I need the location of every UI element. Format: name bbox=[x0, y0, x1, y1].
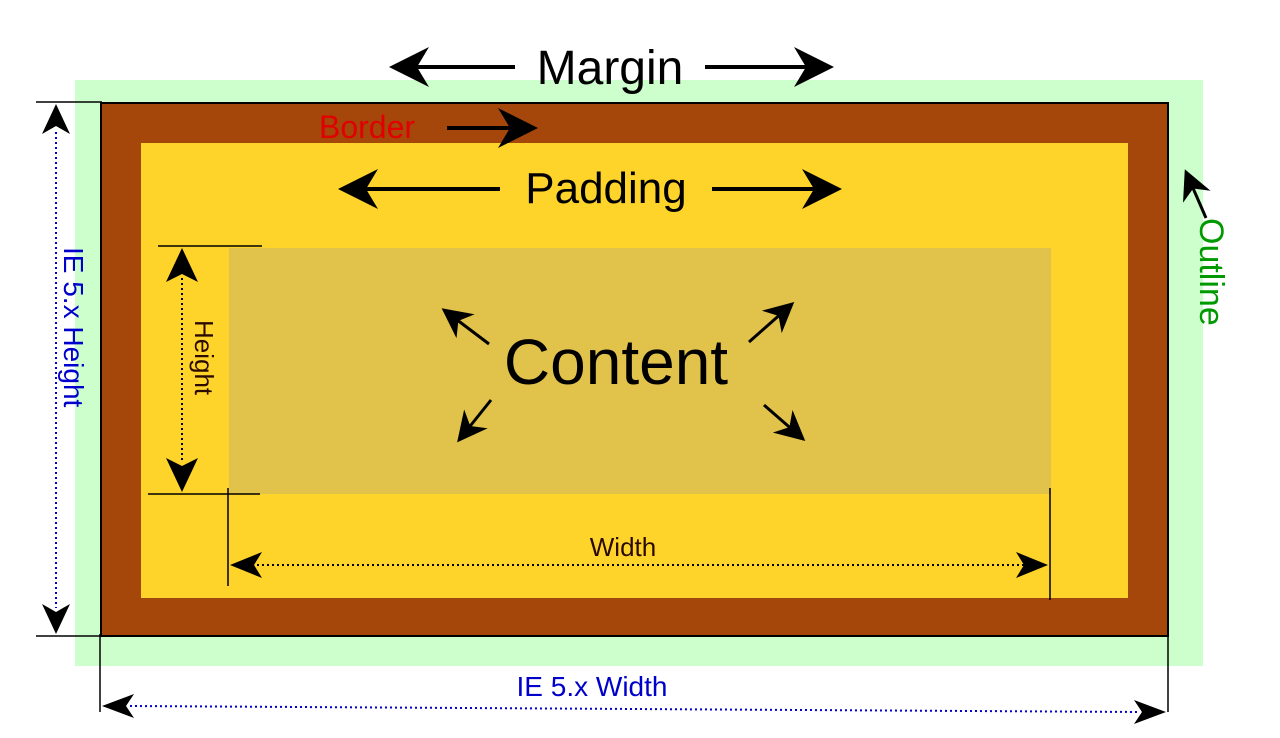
ie-height-label: IE 5.x Height bbox=[58, 247, 89, 408]
ie-width-arrowhead-right bbox=[1134, 700, 1166, 724]
width-label: Width bbox=[590, 532, 656, 562]
content-arrow-se bbox=[763, 403, 806, 441]
border-label: Border bbox=[319, 109, 415, 145]
content-arrow-ne bbox=[748, 302, 795, 344]
ie-width-dimension-line bbox=[129, 705, 1139, 713]
content-arrow-nw bbox=[441, 308, 490, 346]
height-arrowhead-top bbox=[166, 248, 198, 282]
margin-label: Margin bbox=[537, 42, 684, 95]
content-arrow-sw bbox=[457, 399, 493, 443]
width-arrowhead-left bbox=[230, 552, 262, 578]
height-arrowhead-bottom bbox=[166, 458, 198, 492]
outline-label: Outline bbox=[1192, 218, 1230, 326]
ie-width-arrowhead-left bbox=[102, 694, 134, 718]
outline-arrow bbox=[1183, 169, 1211, 219]
ie-height-arrowhead-top bbox=[42, 104, 70, 134]
width-arrowhead-right bbox=[1016, 552, 1048, 578]
content-region bbox=[229, 248, 1051, 494]
content-label: Content bbox=[504, 326, 728, 398]
height-label: Height bbox=[189, 320, 219, 396]
ie-height-arrowhead-bottom bbox=[42, 604, 70, 634]
padding-label: Padding bbox=[525, 164, 686, 213]
ie-width-label: IE 5.x Width bbox=[517, 671, 668, 702]
